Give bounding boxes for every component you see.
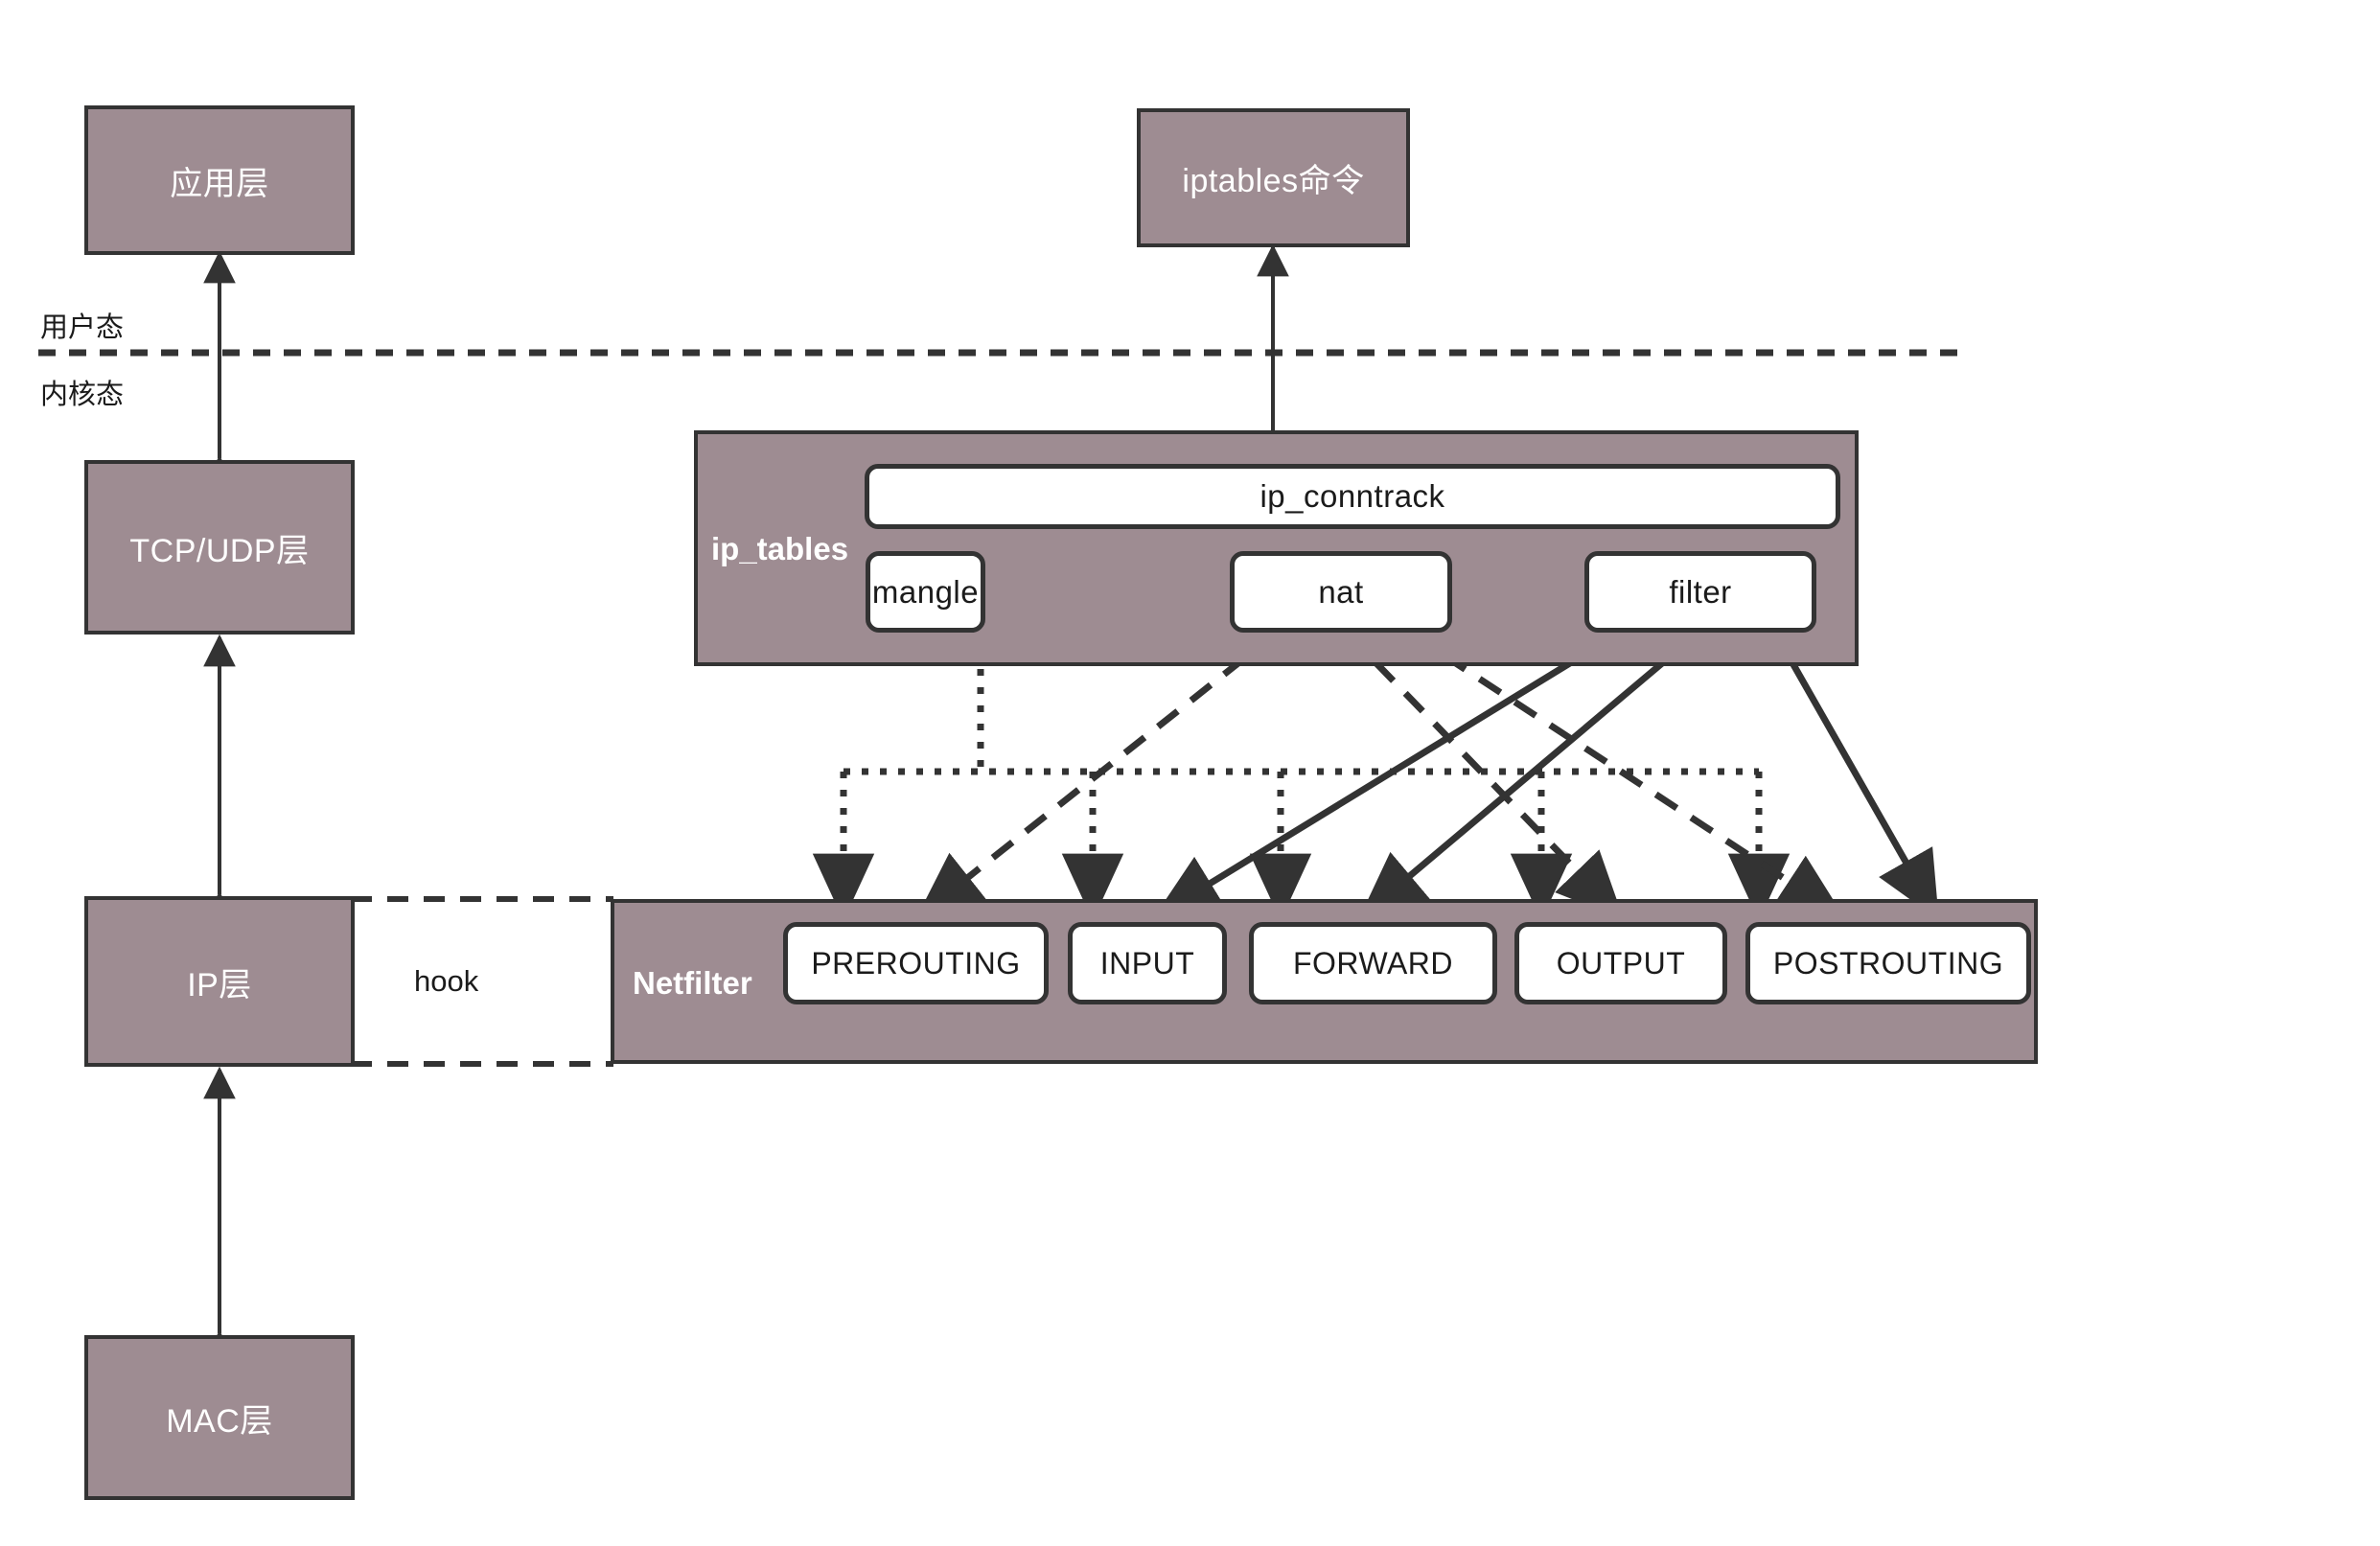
node-table-mangle[interactable]: mangle (866, 551, 985, 633)
chain-input[interactable]: INPUT (1068, 922, 1227, 1004)
node-ip-conntrack[interactable]: ip_conntrack (865, 464, 1840, 529)
node-label: ip_conntrack (1259, 478, 1445, 514)
nat-connectors (915, 630, 1845, 920)
node-label: filter (1669, 573, 1732, 610)
node-table-filter[interactable]: filter (1584, 551, 1816, 633)
label-ip-tables: ip_tables (711, 531, 849, 566)
chain-label: OUTPUT (1556, 945, 1686, 981)
node-label: mangle (871, 573, 980, 610)
chain-prerouting[interactable]: PREROUTING (783, 922, 1049, 1004)
node-mac-layer[interactable]: MAC层 (84, 1335, 355, 1500)
node-transport-layer[interactable]: TCP/UDP层 (84, 460, 355, 635)
node-label: 应用层 (170, 165, 269, 202)
node-label: MAC层 (166, 1402, 273, 1440)
node-application-layer[interactable]: 应用层 (84, 105, 355, 255)
label-kernel-mode: 内核态 (40, 380, 125, 410)
label-netfilter: Netfilter (633, 965, 752, 1001)
node-label: nat (1318, 573, 1364, 610)
label-hook: hook (414, 964, 479, 998)
chain-label: POSTROUTING (1772, 945, 2004, 981)
node-iptables-command[interactable]: iptables命令 (1137, 108, 1410, 247)
chain-output[interactable]: OUTPUT (1514, 922, 1727, 1004)
chain-forward[interactable]: FORWARD (1249, 922, 1497, 1004)
node-ip-layer[interactable]: IP层 (84, 896, 355, 1067)
node-label: TCP/UDP层 (129, 532, 310, 569)
node-table-nat[interactable]: nat (1230, 551, 1452, 633)
filter-connectors (1153, 630, 1940, 920)
chain-label: FORWARD (1292, 945, 1454, 981)
chain-label: PREROUTING (811, 945, 1021, 981)
label-user-mode: 用户态 (40, 312, 125, 343)
chain-postrouting[interactable]: POSTROUTING (1745, 922, 2031, 1004)
chain-label: INPUT (1099, 945, 1195, 981)
node-label: IP层 (187, 966, 252, 1004)
node-label: iptables命令 (1182, 163, 1365, 199)
